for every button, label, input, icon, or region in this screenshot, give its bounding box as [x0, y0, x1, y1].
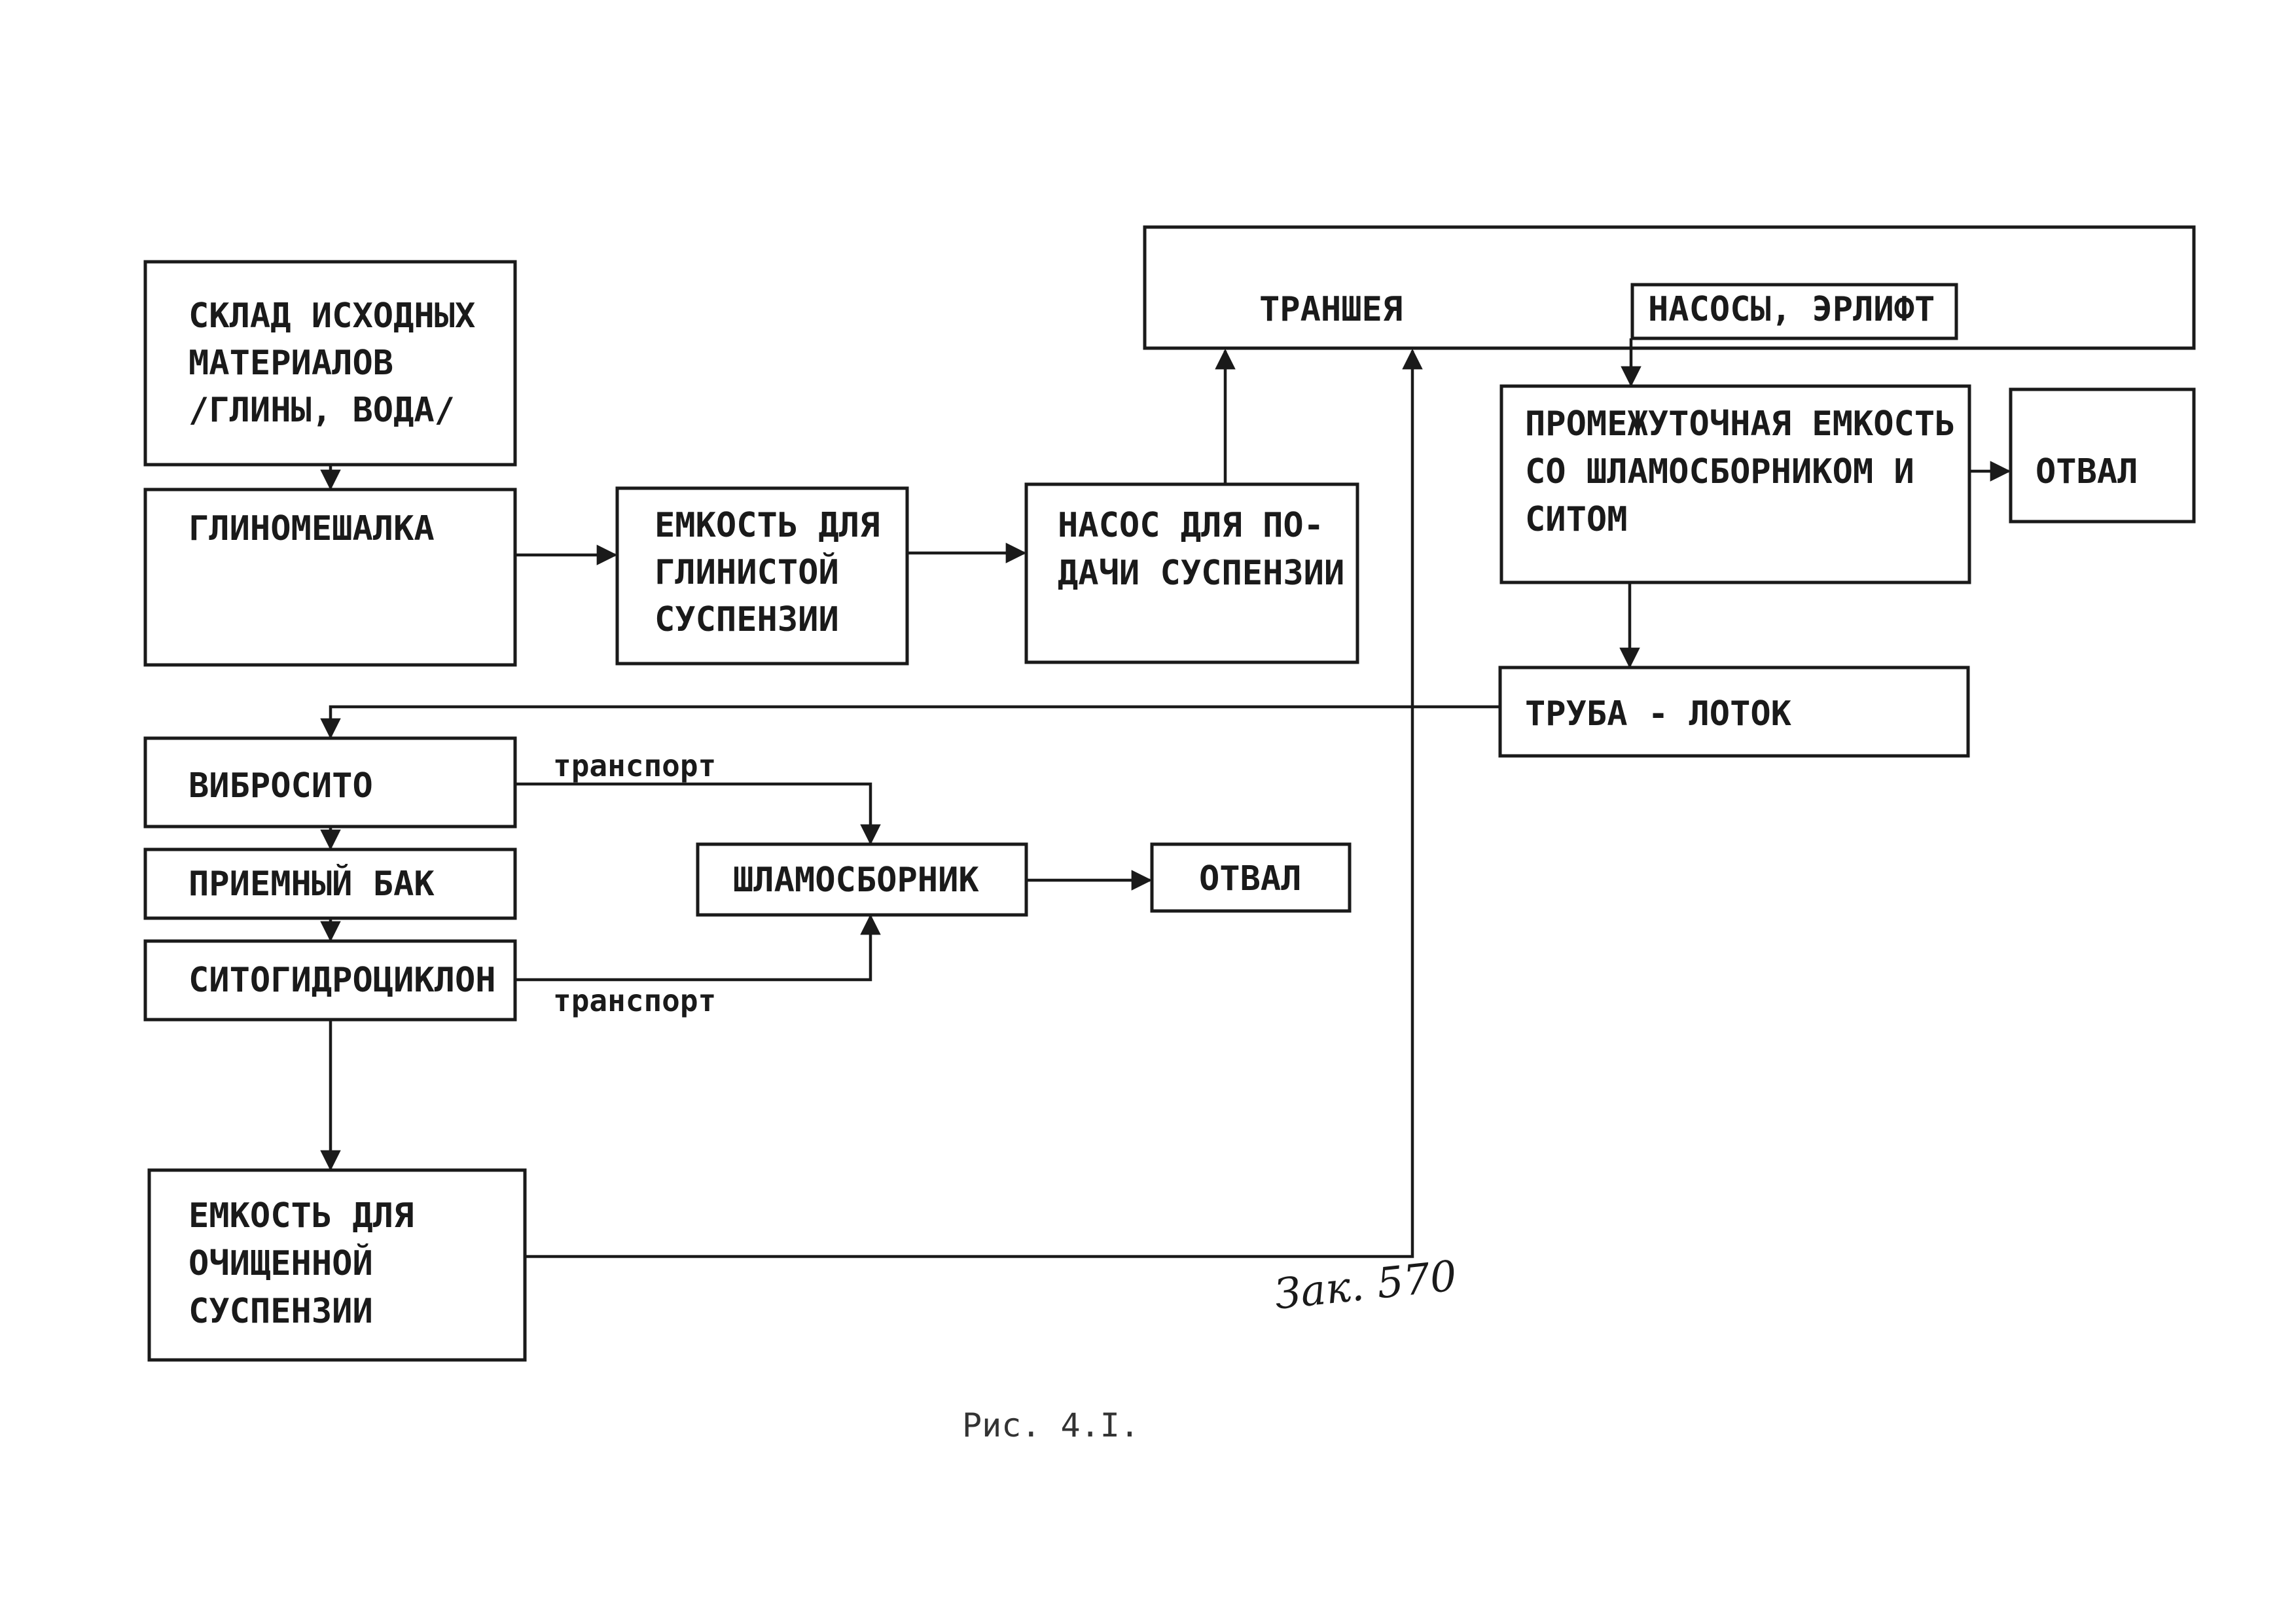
node-clean-tank: ЕМКОСТЬ ДЛЯ ОЧИЩЕННОЙ СУСПЕНЗИИ — [147, 1168, 527, 1362]
node-feed-pump: НАСОС ДЛЯ ПО- ДАЧИ СУСПЕНЗИИ — [1024, 482, 1359, 664]
node-pipe-tray: ТРУБА - ЛОТОК — [1498, 666, 1970, 758]
node-intermediate-tank-line-2: СО ШЛАМОСБОРНИКОМ И — [1525, 452, 1914, 491]
node-vibro-sieve-label: ВИБРОСИТО — [188, 766, 373, 806]
handwritten-order-note: Зак. 570 — [1272, 1252, 1459, 1319]
node-clay-tank-line-1: ЕМКОСТЬ ДЛЯ — [655, 506, 880, 545]
node-intermediate-tank: ПРОМЕЖУТОЧНАЯ ЕМКОСТЬ СО ШЛАМОСБОРНИКОМ … — [1499, 384, 1971, 584]
node-dump-top-label: ОТВАЛ — [2036, 452, 2138, 491]
node-feed-pump-line-1: НАСОС ДЛЯ ПО- — [1058, 506, 1324, 545]
node-warehouse-line-3: /ГЛИНЫ, ВОДА/ — [188, 391, 455, 430]
edge-pipe-tray-to-vibro-sieve — [320, 705, 1500, 740]
node-clay-tank-line-2: ГЛИНИСТОЙ — [655, 552, 839, 592]
node-pumps: НАСОСЫ, ЭРЛИФТ — [1630, 283, 1958, 340]
edge-label-transport-top: транспорт — [553, 748, 716, 783]
node-vibro-sieve: ВИБРОСИТО — [143, 736, 517, 829]
node-warehouse-line-2: МАТЕРИАЛОВ — [188, 344, 393, 383]
node-clay-mixer: ГЛИНОМЕШАЛКА — [143, 488, 517, 667]
node-pipe-tray-label: ТРУБА - ЛОТОК — [1525, 694, 1792, 734]
node-receiving-tank: ПРИЕМНЫЙ БАК — [143, 847, 517, 920]
node-clay-tank: ЕМКОСТЬ ДЛЯ ГЛИНИСТОЙ СУСПЕНЗИИ — [615, 486, 909, 666]
node-hydrocyclone-label: СИТОГИДРОЦИКЛОН — [188, 961, 496, 1000]
node-trench-label: ТРАНШЕЯ — [1259, 290, 1403, 329]
edge-clean-tank-to-trench — [525, 348, 1423, 1258]
node-clay-tank-line-3: СУСПЕНЗИИ — [655, 600, 839, 639]
figure-caption: Рис. 4.I. — [962, 1406, 1139, 1444]
node-warehouse: СКЛАД ИСХОДНЫХ МАТЕРИАЛОВ /ГЛИНЫ, ВОДА/ — [143, 260, 517, 467]
node-intermediate-tank-line-1: ПРОМЕЖУТОЧНАЯ ЕМКОСТЬ — [1525, 404, 1955, 444]
node-trench: ТРАНШЕЯ — [1143, 225, 2196, 350]
node-intermediate-tank-line-3: СИТОМ — [1525, 500, 1628, 539]
node-dump-bottom: ОТВАЛ — [1150, 842, 1352, 913]
node-pumps-label: НАСОСЫ, ЭРЛИФТ — [1648, 290, 1935, 329]
node-sludge-collector-label: ШЛАМОСБОРНИК — [733, 861, 979, 900]
node-sludge-collector: ШЛАМОСБОРНИК — [696, 842, 1028, 917]
node-hydrocyclone: СИТОГИДРОЦИКЛОН — [143, 939, 517, 1022]
node-clean-tank-line-2: ОЧИЩЕННОЙ — [188, 1243, 373, 1283]
edge-hydrocyclone-to-sludge — [515, 914, 881, 982]
node-clay-mixer-label: ГЛИНОМЕШАЛКА — [188, 509, 435, 548]
node-dump-top: ОТВАЛ — [2009, 387, 2196, 524]
node-clean-tank-line-1: ЕМКОСТЬ ДЛЯ — [188, 1196, 414, 1236]
edge-label-transport-bottom: транспорт — [553, 983, 716, 1018]
node-warehouse-line-1: СКЛАД ИСХОДНЫХ — [188, 296, 475, 336]
node-feed-pump-line-2: ДАЧИ СУСПЕНЗИИ — [1058, 554, 1344, 593]
node-receiving-tank-label: ПРИЕМНЫЙ БАК — [188, 864, 435, 904]
edge-vibro-to-sludge — [515, 782, 881, 846]
node-dump-bottom-label: ОТВАЛ — [1199, 859, 1302, 899]
node-clean-tank-line-3: СУСПЕНЗИИ — [188, 1292, 373, 1331]
